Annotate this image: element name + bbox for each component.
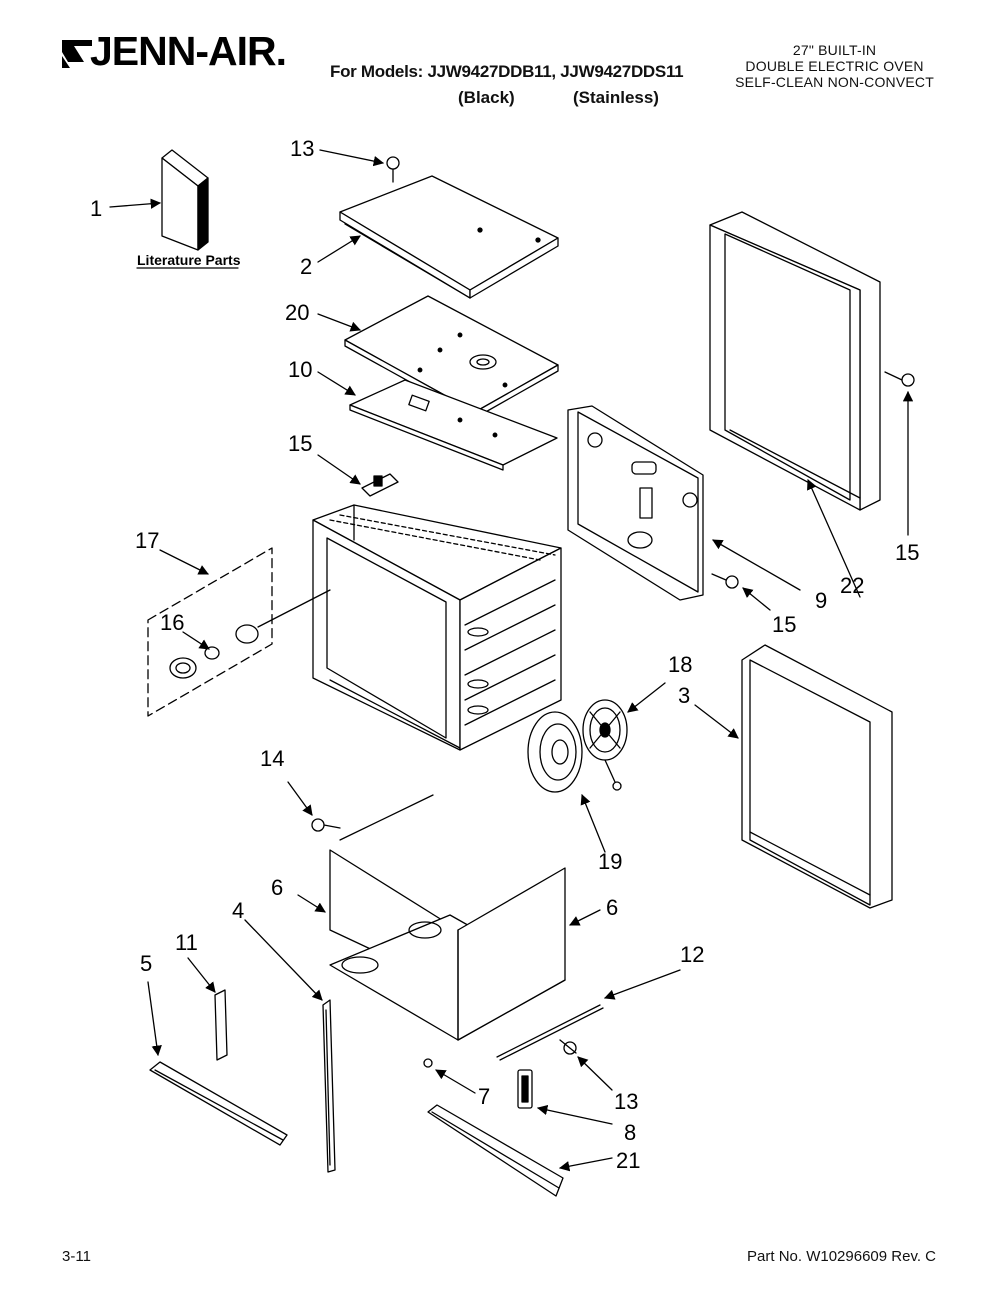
callout-7: 7	[478, 1084, 490, 1109]
lower-cabinet-box	[329, 849, 566, 1041]
small-bracket	[214, 989, 228, 1061]
callout-6-left: 6	[271, 875, 283, 900]
callout-20: 20	[285, 300, 309, 325]
bottom-rail-right	[427, 1104, 564, 1197]
outer-side-panel	[741, 644, 893, 909]
callout-16: 16	[160, 610, 184, 635]
fan-cover	[527, 711, 583, 793]
literature-booklet	[161, 149, 209, 251]
callout-15-side: 15	[895, 540, 919, 565]
brand-name: JENN-AIR.	[90, 28, 287, 74]
door-switch	[361, 473, 399, 497]
callout-labels: 1 13 2 20 10 15 17 16 15 22 9 15 18 3 14…	[90, 136, 919, 1173]
callout-6-right: 6	[606, 895, 618, 920]
brand-logo: JENN-AIR.	[62, 28, 287, 80]
guide-rod	[496, 1004, 604, 1061]
finish-black: (Black)	[458, 88, 515, 107]
literature-parts-label: Literature Parts	[137, 252, 241, 268]
callout-22: 22	[840, 573, 864, 598]
callout-19: 19	[598, 849, 622, 874]
product-description: 27" BUILT-IN DOUBLE ELECTRIC OVEN SELF-C…	[735, 42, 934, 90]
callout-14: 14	[260, 746, 284, 771]
callout-5: 5	[140, 951, 152, 976]
callout-9: 9	[815, 588, 827, 613]
oven-cavity-frame	[312, 504, 562, 751]
callout-1: 1	[90, 196, 102, 221]
callout-15-switch: 15	[288, 431, 312, 456]
callout-3: 3	[678, 683, 690, 708]
side-screw	[884, 371, 915, 387]
finish-stainless: (Stainless)	[573, 88, 659, 107]
spacer	[423, 1058, 433, 1068]
heat-shield-panel	[349, 379, 558, 471]
rear-screw	[711, 573, 739, 589]
description-line-1: 27" BUILT-IN	[792, 42, 877, 58]
callout-18: 18	[668, 652, 692, 677]
callout-15-rear: 15	[772, 612, 796, 637]
page-number: 3-11	[62, 1248, 91, 1265]
callout-13-top: 13	[290, 136, 314, 161]
description-line-3: SELF-CLEAN NON-CONVECT	[735, 74, 934, 90]
callout-2: 2	[300, 254, 312, 279]
top-screw	[386, 156, 400, 183]
callout-4: 4	[232, 898, 244, 923]
callout-21: 21	[616, 1148, 640, 1173]
callout-11: 11	[175, 930, 198, 955]
side-trim-panel	[709, 211, 881, 511]
part-number: Part No. W10296609 Rev. C	[747, 1248, 936, 1265]
callout-arrow-1	[109, 198, 162, 209]
models-line: For Models: JJW9427DDB11, JJW9427DDS11	[330, 62, 684, 81]
control-knob-panel	[147, 547, 331, 717]
callout-13-bottom: 13	[614, 1089, 638, 1114]
mounting-screw	[311, 794, 434, 841]
hinge-block	[517, 1069, 533, 1109]
callout-17: 17	[135, 528, 159, 553]
top-cover-panel	[339, 175, 559, 299]
convection-element	[582, 699, 628, 791]
rear-panel	[567, 405, 704, 601]
rack-guides	[464, 579, 556, 726]
bottom-rail-left	[149, 1061, 288, 1146]
callout-8: 8	[624, 1120, 636, 1145]
callout-12: 12	[680, 942, 704, 967]
jenn-air-logo-icon	[62, 40, 92, 68]
callout-10: 10	[288, 357, 312, 382]
description-line-2: DOUBLE ELECTRIC OVEN	[745, 58, 924, 74]
vertical-trim-strip	[322, 999, 336, 1173]
